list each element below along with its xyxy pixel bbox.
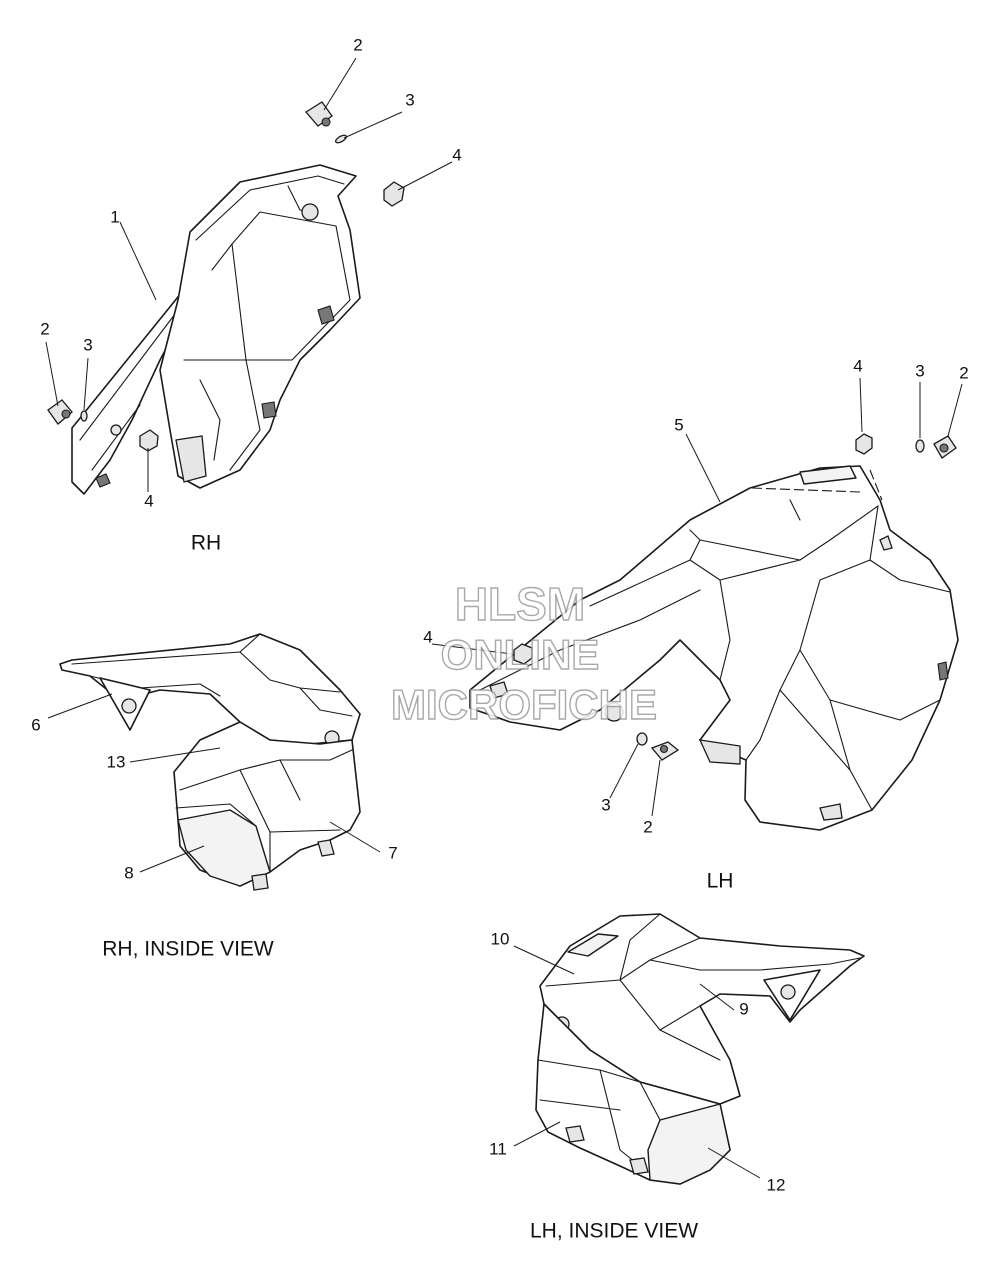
callout-rh-left-3: 3 [83,335,92,354]
callout-lh-4-top: 4 [853,356,862,375]
callout-rh-top-3: 3 [405,90,414,109]
rh-inside-assembly [59,633,361,891]
callout-lh-4-mid: 4 [423,627,432,646]
lh-panel-assembly [469,465,959,831]
rh-top-washer[interactable] [334,134,348,145]
lh-inside-lower-12[interactable] [647,1103,731,1185]
callout-lhi-12: 12 [767,1175,786,1194]
watermark-line-1: HLSM [455,578,585,630]
callout-rh-top-4: 4 [452,145,461,164]
view-label-rh: RH [191,532,221,555]
watermark-line-2: ONLINE [441,631,600,678]
lh-inside-assembly [535,913,865,1185]
view-label-lh-inside: LH, INSIDE VIEW [530,1220,698,1243]
callout-rhi-7: 7 [388,843,397,862]
callout-lh-5: 5 [674,415,683,434]
callout-lhi-9: 9 [739,999,748,1018]
lh-top-clip[interactable] [933,435,957,459]
lh-bottom-clip[interactable] [650,741,680,761]
callout-lh-3-top: 3 [915,361,924,380]
rh-top-clip[interactable] [305,101,333,127]
lh-hardware [431,377,963,817]
lh-top-nut[interactable] [855,433,873,455]
callout-lhi-11: 11 [489,1139,507,1158]
callout-rh-1: 1 [110,207,119,226]
callout-lh-3-bottom: 3 [601,795,610,814]
callout-rh-top-2: 2 [353,35,362,54]
callout-rh-bottom-4: 4 [144,491,153,510]
lh-bottom-washer[interactable] [636,732,648,746]
callout-rhi-13: 13 [107,752,126,771]
callout-lhi-10: 10 [491,929,510,948]
callout-rh-left-2: 2 [40,319,49,338]
rh-fender-shell[interactable] [159,164,361,489]
rh-top-nut[interactable] [383,181,405,207]
callout-rhi-6: 6 [31,715,40,734]
rh-left-clip[interactable] [47,399,73,425]
view-label-rh-inside: RH, INSIDE VIEW [102,938,274,961]
watermark-line-3: MICROFICHE [391,681,657,728]
lh-inside-leaders [513,945,761,1179]
callout-lh-2-top: 2 [959,363,968,382]
view-label-lh: LH [707,870,734,893]
lh-mid-nut[interactable] [513,643,533,665]
callout-rhi-8: 8 [124,863,133,882]
callout-lh-2-bottom: 2 [643,817,652,836]
rh-bottom-nut[interactable] [139,429,159,452]
lh-top-washer[interactable] [915,439,925,453]
rh-inside-leaders [47,693,381,873]
rh-panel-assembly [71,164,361,495]
rh-left-washer[interactable] [80,410,88,422]
rh-hardware [45,57,453,492]
watermark: HLSM ONLINE MICROFICHE [390,577,657,728]
